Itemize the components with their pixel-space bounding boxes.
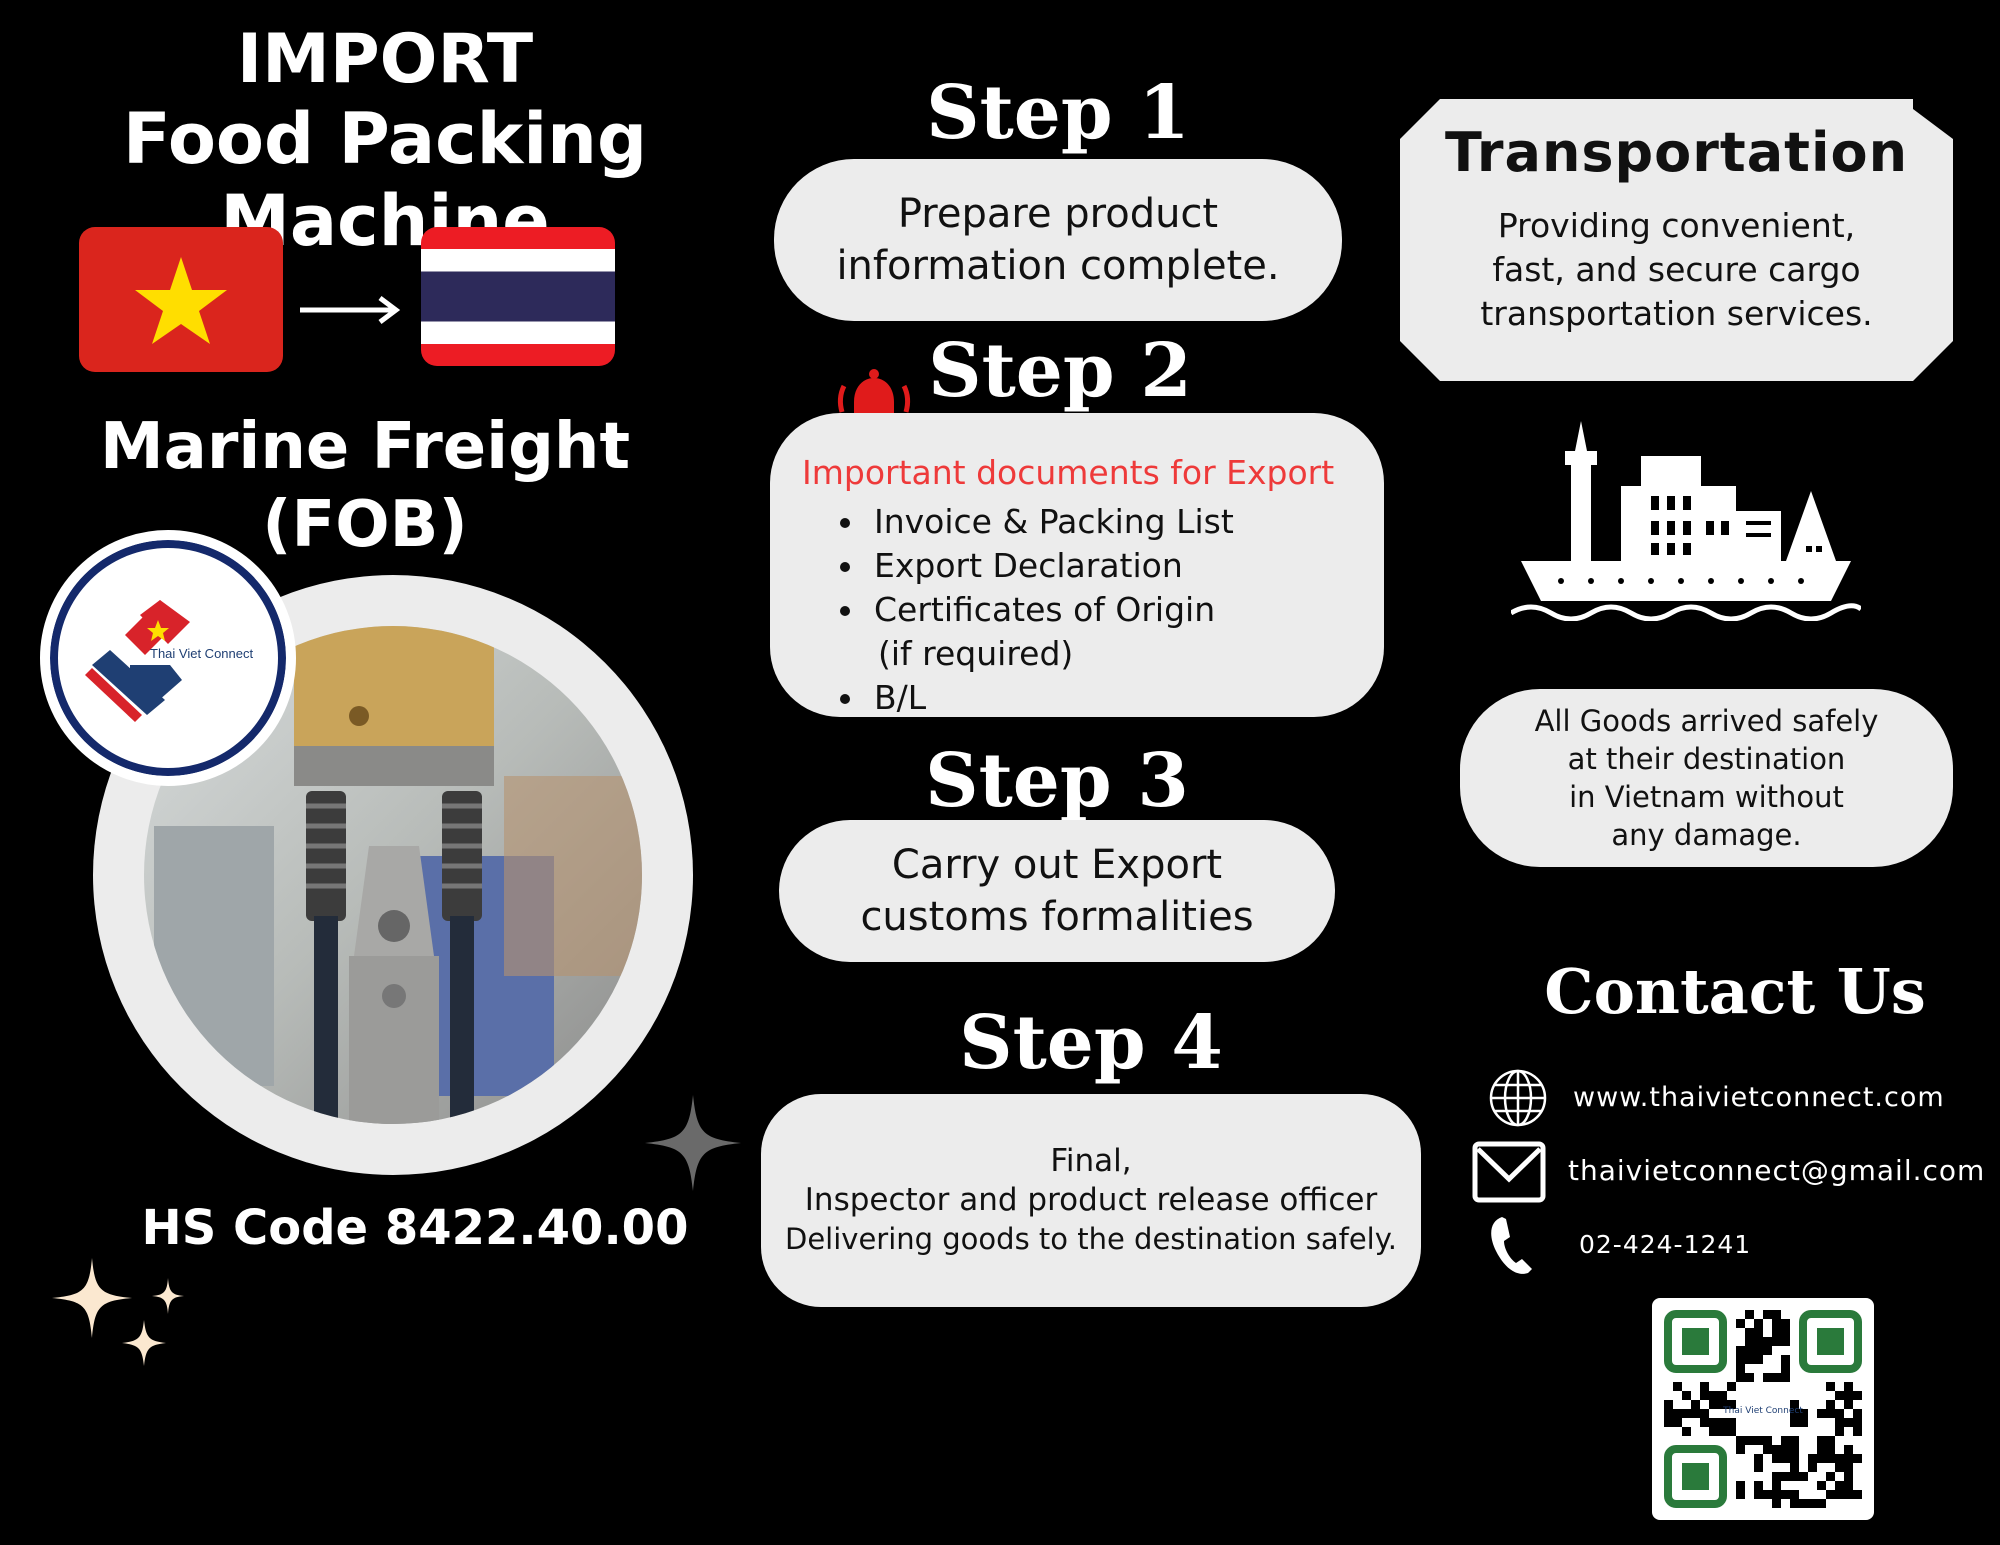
- globe-icon: [1489, 1069, 1547, 1127]
- freight-type: Marine Freight: [99, 410, 631, 484]
- step-1-text: Prepare product: [897, 191, 1219, 237]
- freight-terms: (FOB): [262, 488, 468, 562]
- transportation-text: transportation services.: [1480, 294, 1873, 333]
- title-import: IMPORT: [236, 20, 534, 99]
- right-arrow-icon: [300, 296, 401, 324]
- step-3-heading: Step 3: [925, 738, 1189, 824]
- step-3-text: Carry out Export: [891, 842, 1223, 888]
- step-1-card: Prepare product information complete.: [774, 159, 1342, 321]
- step-4-text: Final,: [1050, 1143, 1132, 1179]
- document-item: Export Declaration: [840, 544, 1354, 588]
- goods-text: at their destination: [1567, 742, 1846, 776]
- step-1-heading: Step 1: [926, 70, 1190, 156]
- email-icon: [1472, 1141, 1546, 1203]
- documents-list: Invoice & Packing List Export Declaratio…: [802, 500, 1354, 720]
- goods-text: any damage.: [1611, 818, 1802, 852]
- transportation-text: fast, and secure cargo: [1492, 250, 1861, 289]
- transportation-heading: Transportation: [1444, 121, 1909, 184]
- sparkles-icon: [52, 1258, 184, 1366]
- hs-code: HS Code 8422.40.00: [141, 1200, 689, 1256]
- thai-viet-connect-logo: Thai Viet Connect: [40, 530, 296, 786]
- cargo-ship-icon: [1511, 421, 1861, 621]
- thailand-flag: [421, 227, 615, 366]
- contact-heading: Contact Us: [1544, 955, 1926, 1028]
- goods-text: in Vietnam without: [1569, 780, 1844, 814]
- step-2-card: Important documents for Export Invoice &…: [770, 413, 1384, 717]
- transportation-card: Transportation Providing convenient, fas…: [1400, 99, 1953, 381]
- phone-number[interactable]: 02-424-1241: [1579, 1230, 1752, 1259]
- title-product: Food Packing Machine: [122, 98, 648, 262]
- step-4-text: Inspector and product release officer: [804, 1182, 1378, 1218]
- step-3-card: Carry out Export customs formalities: [779, 820, 1335, 962]
- step-4-text: Delivering goods to the destination safe…: [785, 1222, 1397, 1256]
- email-link[interactable]: thaivietconnect@gmail.com: [1568, 1154, 1986, 1187]
- step-4-heading: Step 4: [959, 1000, 1223, 1086]
- phone-icon: [1491, 1217, 1532, 1274]
- document-item-note: (if required): [878, 634, 1074, 673]
- step-3-text: customs formalities: [860, 894, 1254, 940]
- vietnam-flag: [79, 227, 283, 372]
- goods-text: All Goods arrived safely: [1534, 704, 1879, 738]
- document-item: B/L: [840, 676, 1354, 720]
- website-link[interactable]: www.thaivietconnect.com: [1573, 1082, 1945, 1113]
- document-item: Certificates of Origin: [840, 588, 1354, 632]
- qr-code[interactable]: Thai Viet Connect: [1652, 1298, 1874, 1520]
- step-1-text: information complete.: [836, 243, 1280, 289]
- transportation-text: Providing convenient,: [1497, 206, 1856, 245]
- svg-text:Thai Viet Connect: Thai Viet Connect: [1722, 1406, 1803, 1416]
- step-2-heading: Step 2: [928, 328, 1192, 414]
- step-4-card: Final, Inspector and product release off…: [761, 1094, 1421, 1307]
- sparkle-icon: [645, 1095, 741, 1191]
- important-documents-label: Important documents for Export: [802, 453, 1335, 492]
- goods-status-card: All Goods arrived safely at their destin…: [1460, 689, 1953, 867]
- svg-text:Thai Viet Connect: Thai Viet Connect: [150, 646, 253, 661]
- document-item: Invoice & Packing List: [840, 500, 1354, 544]
